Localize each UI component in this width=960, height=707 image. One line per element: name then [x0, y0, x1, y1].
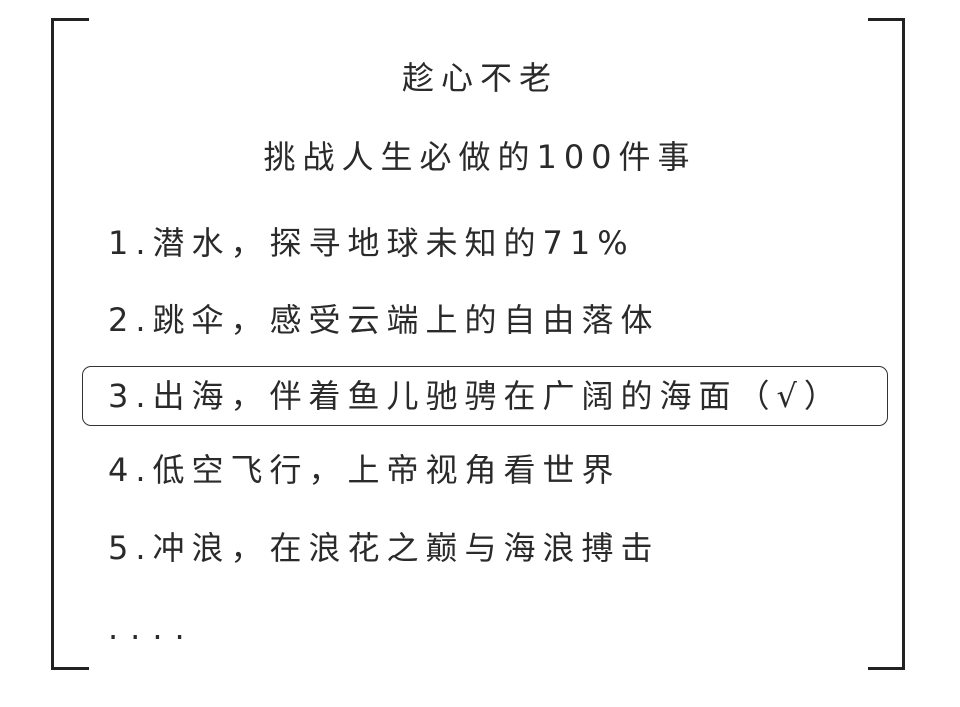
title: 趁心不老	[401, 59, 558, 97]
subtitle: 挑战人生必做的100件事	[263, 138, 697, 176]
bracket-top-left-horizontal	[51, 18, 89, 21]
highlight-box	[82, 366, 888, 426]
list-item: 2.跳伞，感受云端上的自由落体	[108, 301, 660, 339]
list-item: 5.冲浪，在浪花之巅与海浪搏击	[108, 529, 660, 567]
bracket-bottom-right-horizontal	[868, 667, 905, 670]
list-item-highlighted: 3.出海，伴着鱼儿驰骋在广阔的海面（√）	[108, 377, 843, 415]
bracket-right-vertical	[902, 18, 905, 670]
bracket-top-left-vertical	[51, 18, 54, 670]
ellipsis: ....	[108, 609, 197, 647]
bracket-top-right-horizontal	[868, 18, 905, 21]
list-item: 1.潜水，探寻地球未知的71%	[108, 224, 635, 262]
list-item: 4.低空飞行，上帝视角看世界	[108, 451, 621, 489]
bracket-bottom-left-horizontal	[51, 667, 89, 670]
